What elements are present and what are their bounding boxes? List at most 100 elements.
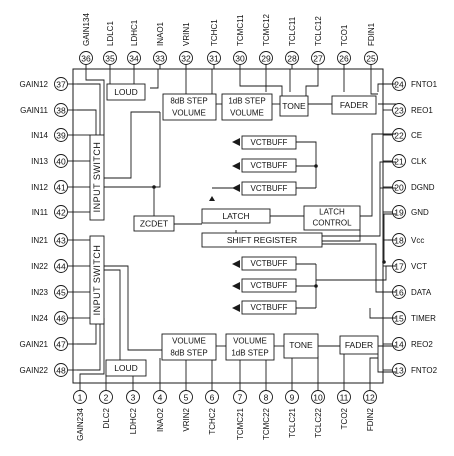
chip-body: [72, 68, 384, 384]
input-switch-label-bottom: INPUT SWITCH: [92, 245, 102, 316]
pin-25-number: 25: [366, 54, 376, 64]
pin-18-name: Vcc: [411, 236, 424, 245]
pin-13-circle: [392, 363, 406, 377]
pin-46-circle: [54, 311, 68, 325]
pin-11-circle: [337, 390, 351, 404]
pin-17-number: 17: [394, 262, 404, 272]
latch-block: [201, 208, 271, 224]
pin-40-name: IN13: [31, 157, 48, 166]
pin-19-number: 19: [394, 208, 404, 218]
latch-label: LATCH: [222, 211, 249, 221]
vctbuff-2: [241, 158, 297, 173]
pin-15-number: 15: [394, 314, 404, 324]
pin-26-number: 26: [339, 54, 349, 64]
pin-32-number: 32: [181, 54, 191, 64]
pin-29-number: 29: [261, 54, 271, 64]
pin-5-name: VRIN2: [182, 407, 191, 431]
pin-25-name: FDIN1: [367, 22, 376, 46]
top-pins: 36GAIN13435LDLC134LDHC133INAO132VRIN131T…: [79, 13, 378, 69]
pin-10-circle: [311, 390, 325, 404]
pin-44-name: IN22: [31, 262, 48, 271]
vol-1db-block-bottom: [225, 333, 275, 361]
pin-38-number: 38: [56, 106, 66, 116]
pin-13-number: 13: [394, 366, 404, 376]
pin-13-name: FNTO2: [411, 366, 438, 375]
pin-48-circle: [54, 363, 68, 377]
junction-dots: [152, 164, 386, 288]
pin-34-name: LDHC1: [130, 19, 139, 46]
vol-1db-label-top-1: 1dB STEP: [228, 97, 265, 106]
pin-4-name: INAO2: [156, 407, 165, 432]
pin-31-name: TCHC1: [210, 19, 219, 46]
pin-48-number: 48: [56, 366, 66, 376]
pin-14-circle: [392, 337, 406, 351]
latch-control-label-1: LATCH: [319, 208, 345, 217]
pin-9-circle: [285, 390, 299, 404]
pin-45-number: 45: [56, 288, 66, 298]
left-pins: 37GAIN1238GAIN1139IN1440IN1341IN1242IN11…: [20, 77, 77, 377]
zcdet-block: [133, 215, 175, 232]
pin-45-circle: [54, 285, 68, 299]
vol-1db-label-bottom-2: 1dB STEP: [231, 349, 268, 358]
pin-5-number: 5: [184, 393, 189, 403]
pin-33-name: INAO1: [156, 21, 165, 46]
vol-8db-label-top-2: VOLUME: [172, 109, 206, 118]
vctbuff-label-2: VCTBUFF: [251, 161, 288, 170]
fader-block-bottom: [339, 335, 379, 355]
fader-label-bottom: FADER: [345, 340, 373, 350]
pin-17-name: VCT: [411, 262, 427, 271]
zcdet-label: ZCDET: [140, 219, 168, 229]
pin-39-number: 39: [56, 131, 66, 141]
pin-30-circle: [233, 51, 247, 65]
pin-38-name: GAIN11: [20, 106, 48, 115]
pin-41-circle: [54, 180, 68, 194]
pin-37-number: 37: [56, 80, 66, 90]
vol-8db-label-top-1: 8dB STEP: [170, 97, 207, 106]
pin-1-circle: [73, 390, 87, 404]
tone-label-bottom: TONE: [289, 340, 313, 350]
loud-block-bottom: [105, 359, 147, 377]
pin-8-name: TCMC22: [262, 407, 271, 440]
pin-44-circle: [54, 259, 68, 273]
vctbuff-label-4: VCTBUFF: [251, 259, 288, 268]
pin-39-name: IN14: [31, 131, 48, 140]
pin-32-name: VRIN1: [182, 22, 191, 46]
shift-register-label: SHIFT REGISTER: [227, 235, 297, 245]
vol-1db-label-bottom-1: VOLUME: [233, 337, 267, 346]
vctbuff-label-1: VCTBUFF: [251, 138, 288, 147]
tone-label-top: TONE: [282, 101, 306, 111]
latch-control-label-2: CONTROL: [312, 219, 352, 228]
pin-43-number: 43: [56, 236, 66, 246]
pin-10-number: 10: [313, 393, 323, 403]
pin-41-number: 41: [56, 183, 66, 193]
pin-36-name: GAIN134: [82, 13, 91, 46]
pin-43-name: IN21: [31, 236, 48, 245]
vctbuff-3: [241, 181, 297, 196]
pin-34-circle: [127, 51, 141, 65]
pin-21-circle: [392, 154, 406, 168]
pin-31-circle: [207, 51, 221, 65]
pin-8-circle: [259, 390, 273, 404]
input-switch-label-top: INPUT SWITCH: [92, 142, 102, 213]
pin-24-number: 24: [394, 80, 404, 90]
vctbuff-label-6: VCTBUFF: [251, 303, 288, 312]
pin-6-circle: [205, 390, 219, 404]
pin-7-number: 7: [238, 393, 243, 403]
pin-7-name: TCMC21: [236, 407, 245, 440]
pin-37-circle: [54, 77, 68, 91]
pin-26-name: TCO1: [340, 24, 349, 46]
pin-3-name: LDHC2: [129, 407, 138, 434]
pin-32-circle: [179, 51, 193, 65]
pin-34-number: 34: [129, 54, 139, 64]
pin-22-number: 22: [394, 131, 404, 141]
fader-label-top: FADER: [340, 100, 368, 110]
pin-37-name: GAIN12: [20, 80, 49, 89]
pin-31-number: 31: [209, 54, 219, 64]
pin-45-name: IN23: [31, 288, 48, 297]
pin-28-name: TCLC11: [288, 16, 297, 46]
pin-22-name: CE: [411, 131, 422, 140]
pin-40-number: 40: [56, 157, 66, 167]
pin-38-circle: [54, 103, 68, 117]
pin-20-number: 20: [394, 183, 404, 193]
